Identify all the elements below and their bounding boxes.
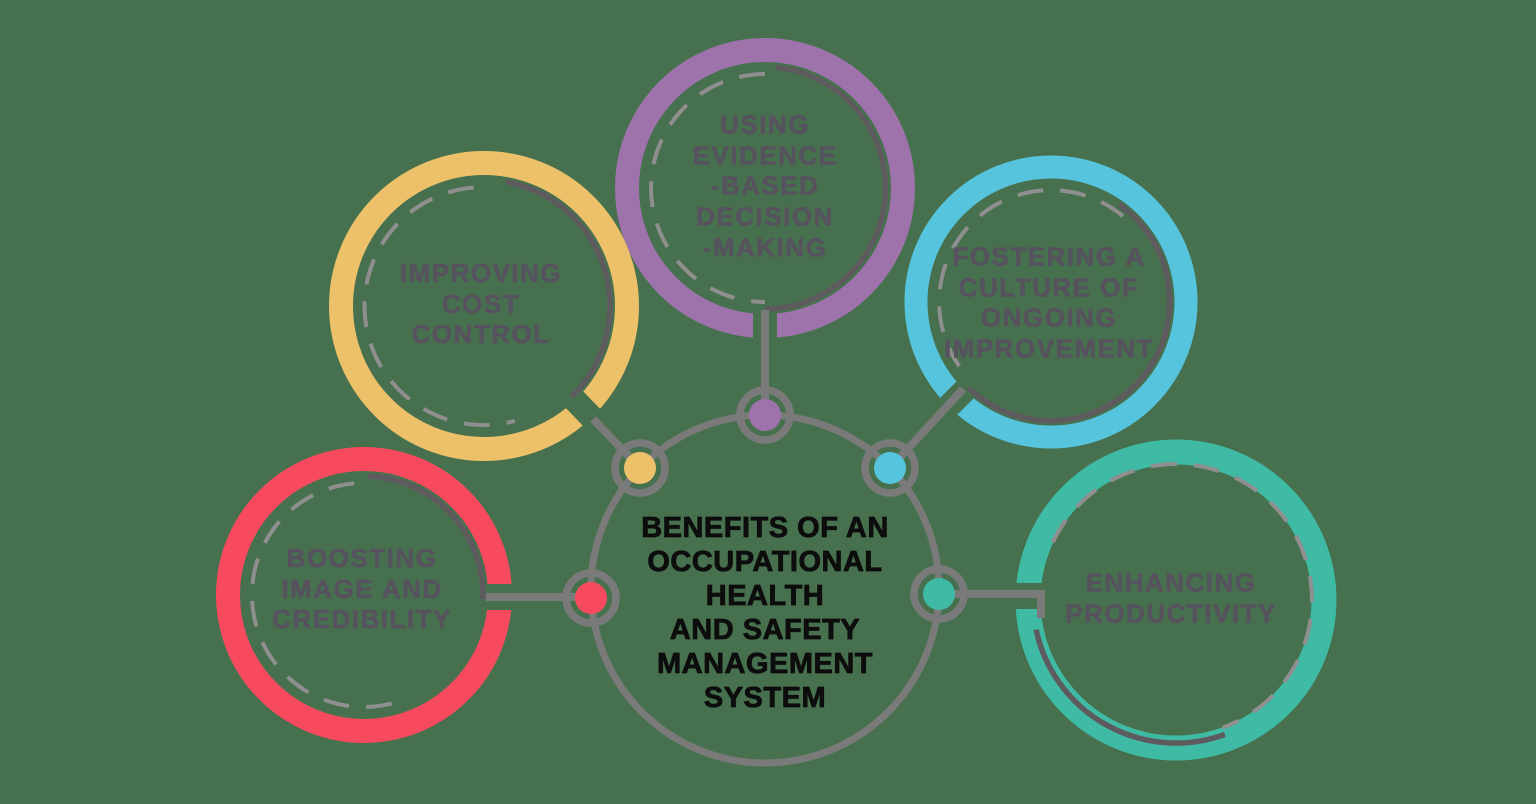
dot-evidence bbox=[749, 399, 781, 431]
dashed-arc-cost bbox=[362, 185, 516, 428]
node-label-cost: IMPROVING COST CONTROL bbox=[399, 257, 563, 350]
progress-arc-evidence bbox=[764, 64, 889, 312]
dot-image bbox=[575, 582, 607, 614]
dot-ring-image bbox=[562, 569, 620, 627]
dot-ring-cost bbox=[611, 439, 669, 497]
node-label-image: BOOSTING IMAGE AND CREDIBILITY bbox=[272, 542, 452, 635]
dot-culture bbox=[874, 452, 906, 484]
dashed-arc-evidence bbox=[649, 72, 766, 304]
node-label-productivity: ENHANCING PRODUCTIVITY bbox=[1065, 567, 1277, 628]
ring-cost bbox=[329, 151, 639, 461]
dot-cost bbox=[624, 452, 656, 484]
progress-arcs bbox=[368, 64, 1226, 746]
progress-arc-culture bbox=[966, 202, 1173, 424]
dot-productivity bbox=[923, 578, 955, 610]
dashed-arcs bbox=[249, 72, 1314, 730]
ring-culture bbox=[904, 155, 1198, 449]
dashed-arc-productivity bbox=[1050, 462, 1314, 730]
progress-arc-image bbox=[368, 473, 486, 600]
dot-ring-productivity bbox=[910, 565, 968, 623]
node-label-culture: FOSTERING A CULTURE OF ONGOING IMPROVEME… bbox=[943, 241, 1155, 364]
hub-dots bbox=[562, 386, 968, 627]
notch-cost bbox=[562, 387, 605, 431]
node-label-evidence: USING EVIDENCE -BASED DECISION -MAKING bbox=[692, 109, 838, 263]
dashed-arc-culture bbox=[937, 188, 1125, 368]
dot-ring-culture bbox=[861, 439, 919, 497]
hub-label: BENEFITS OF AN OCCUPATIONAL HEALTH AND S… bbox=[641, 512, 889, 714]
progress-arc-productivity bbox=[1033, 629, 1226, 746]
connector-culture bbox=[887, 386, 966, 471]
dot-ring-evidence bbox=[736, 386, 794, 444]
progress-arc-cost bbox=[505, 179, 613, 399]
dashed-arc-image bbox=[249, 481, 403, 709]
connector-productivity bbox=[939, 590, 1045, 618]
